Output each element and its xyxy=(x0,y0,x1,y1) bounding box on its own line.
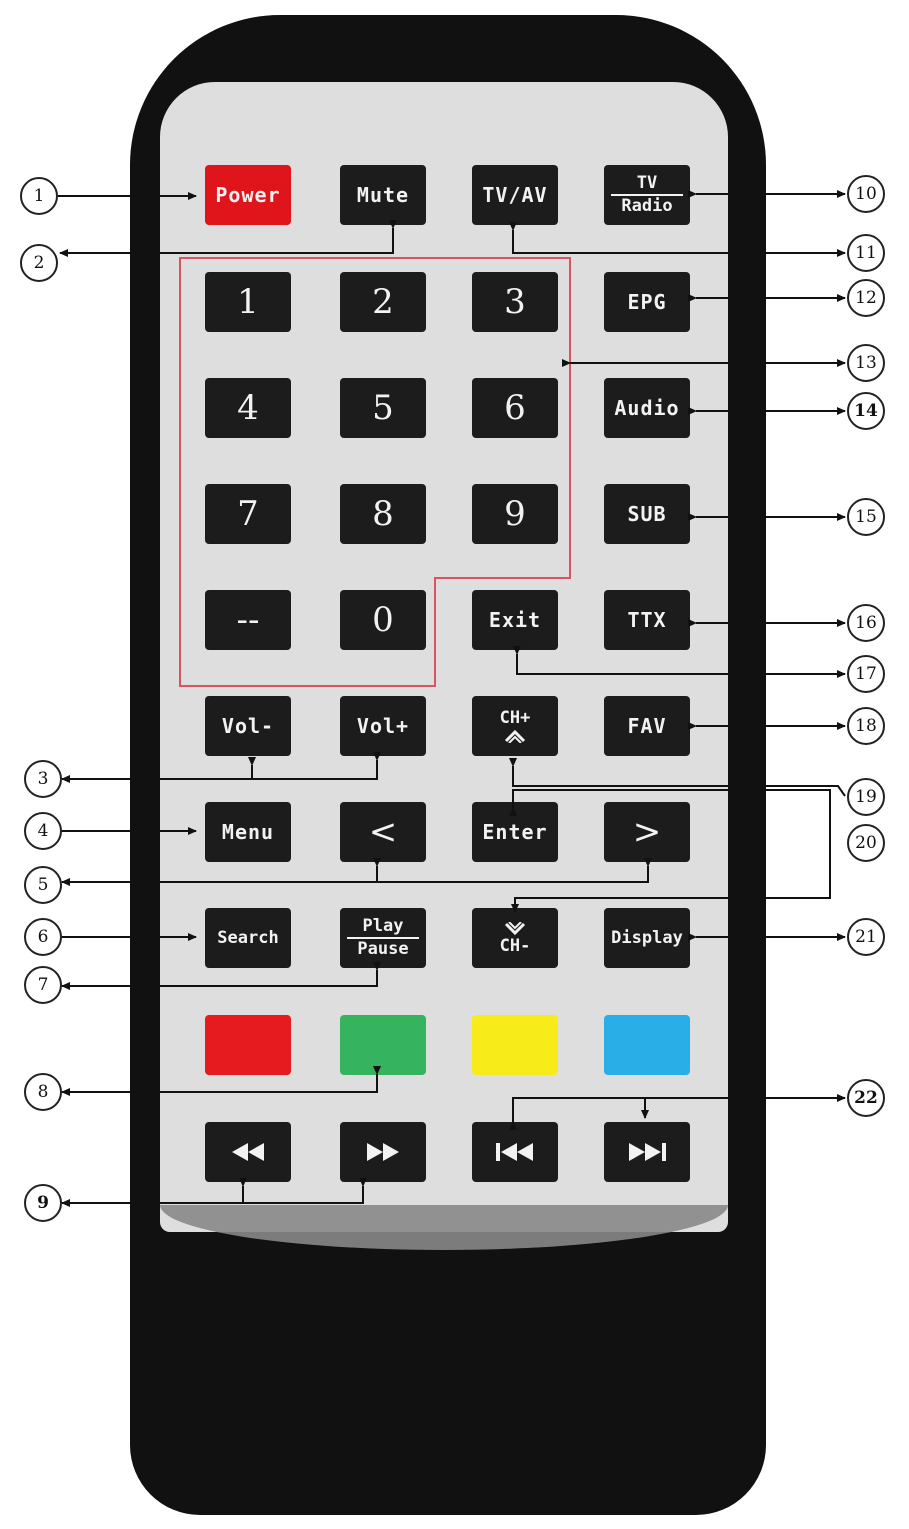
digit-9-button[interactable]: 9 xyxy=(472,484,558,544)
play-pause-divider xyxy=(347,937,419,939)
red-key-button[interactable] xyxy=(205,1015,291,1075)
channel-up-label: CH+ xyxy=(499,707,531,728)
digit-7-button[interactable]: 7 xyxy=(205,484,291,544)
play-pause-button[interactable]: Play Pause xyxy=(340,908,426,968)
previous-track-button[interactable] xyxy=(472,1122,558,1182)
callout-9: 9 xyxy=(24,1184,62,1222)
callout-2: 2 xyxy=(20,244,58,282)
digit-3-button[interactable]: 3 xyxy=(472,272,558,332)
callout-7: 7 xyxy=(24,966,62,1004)
tv-av-button[interactable]: TV/AV xyxy=(472,165,558,225)
epg-button[interactable]: EPG xyxy=(604,272,690,332)
callout-13: 13 xyxy=(847,344,885,382)
yellow-key-button[interactable] xyxy=(472,1015,558,1075)
previous-track-icon xyxy=(496,1143,533,1161)
channel-down-button[interactable]: CH- xyxy=(472,908,558,968)
callout-19: 19 xyxy=(847,778,885,816)
volume-down-button[interactable]: Vol- xyxy=(205,696,291,756)
fast-forward-icon xyxy=(367,1143,399,1161)
exit-button[interactable]: Exit xyxy=(472,590,558,650)
digit-4-button[interactable]: 4 xyxy=(205,378,291,438)
callout-20: 20 xyxy=(847,824,885,862)
digit-0-button[interactable]: 0 xyxy=(340,590,426,650)
callout-8: 8 xyxy=(24,1073,62,1111)
power-button[interactable]: Power xyxy=(205,165,291,225)
green-key-button[interactable] xyxy=(340,1015,426,1075)
callout-14: 14 xyxy=(847,392,885,430)
digit-5-button[interactable]: 5 xyxy=(340,378,426,438)
callout-1: 1 xyxy=(20,177,58,215)
callout-4: 4 xyxy=(24,812,62,850)
left-arrow-button[interactable]: < xyxy=(340,802,426,862)
digit-1-button[interactable]: 1 xyxy=(205,272,291,332)
rewind-icon xyxy=(232,1143,264,1161)
subtitle-button[interactable]: SUB xyxy=(604,484,690,544)
rewind-button[interactable] xyxy=(205,1122,291,1182)
audio-button[interactable]: Audio xyxy=(604,378,690,438)
callout-15: 15 xyxy=(847,498,885,536)
blue-key-button[interactable] xyxy=(604,1015,690,1075)
callout-12: 12 xyxy=(847,279,885,317)
tv-radio-divider xyxy=(611,194,683,196)
channel-down-label: CH- xyxy=(499,935,531,956)
chevron-down-icon xyxy=(504,921,526,935)
channel-up-button[interactable]: CH+ xyxy=(472,696,558,756)
next-track-button[interactable] xyxy=(604,1122,690,1182)
callout-3: 3 xyxy=(24,760,62,798)
digit-6-button[interactable]: 6 xyxy=(472,378,558,438)
search-button[interactable]: Search xyxy=(205,908,291,968)
next-track-icon xyxy=(629,1143,666,1161)
chevron-up-icon xyxy=(504,729,526,743)
callout-6: 6 xyxy=(24,918,62,956)
callout-22: 22 xyxy=(847,1079,885,1117)
menu-button[interactable]: Menu xyxy=(205,802,291,862)
callout-10: 10 xyxy=(847,175,885,213)
display-button[interactable]: Display xyxy=(604,908,690,968)
mute-button[interactable]: Mute xyxy=(340,165,426,225)
callout-11: 11 xyxy=(847,234,885,272)
tv-radio-button[interactable]: TV Radio xyxy=(604,165,690,225)
favorite-button[interactable]: FAV xyxy=(604,696,690,756)
callout-16: 16 xyxy=(847,604,885,642)
callout-5: 5 xyxy=(24,866,62,904)
tv-radio-top-label: TV xyxy=(636,173,658,193)
callout-18: 18 xyxy=(847,707,885,745)
play-label: Play xyxy=(362,916,404,936)
volume-up-button[interactable]: Vol+ xyxy=(340,696,426,756)
dash-button[interactable]: -- xyxy=(205,590,291,650)
fast-forward-button[interactable] xyxy=(340,1122,426,1182)
callout-21: 21 xyxy=(847,918,885,956)
tv-radio-bottom-label: Radio xyxy=(621,196,673,216)
digit-8-button[interactable]: 8 xyxy=(340,484,426,544)
right-arrow-button[interactable]: > xyxy=(604,802,690,862)
digit-2-button[interactable]: 2 xyxy=(340,272,426,332)
teletext-button[interactable]: TTX xyxy=(604,590,690,650)
pause-label: Pause xyxy=(357,939,409,959)
callout-17: 17 xyxy=(847,655,885,693)
